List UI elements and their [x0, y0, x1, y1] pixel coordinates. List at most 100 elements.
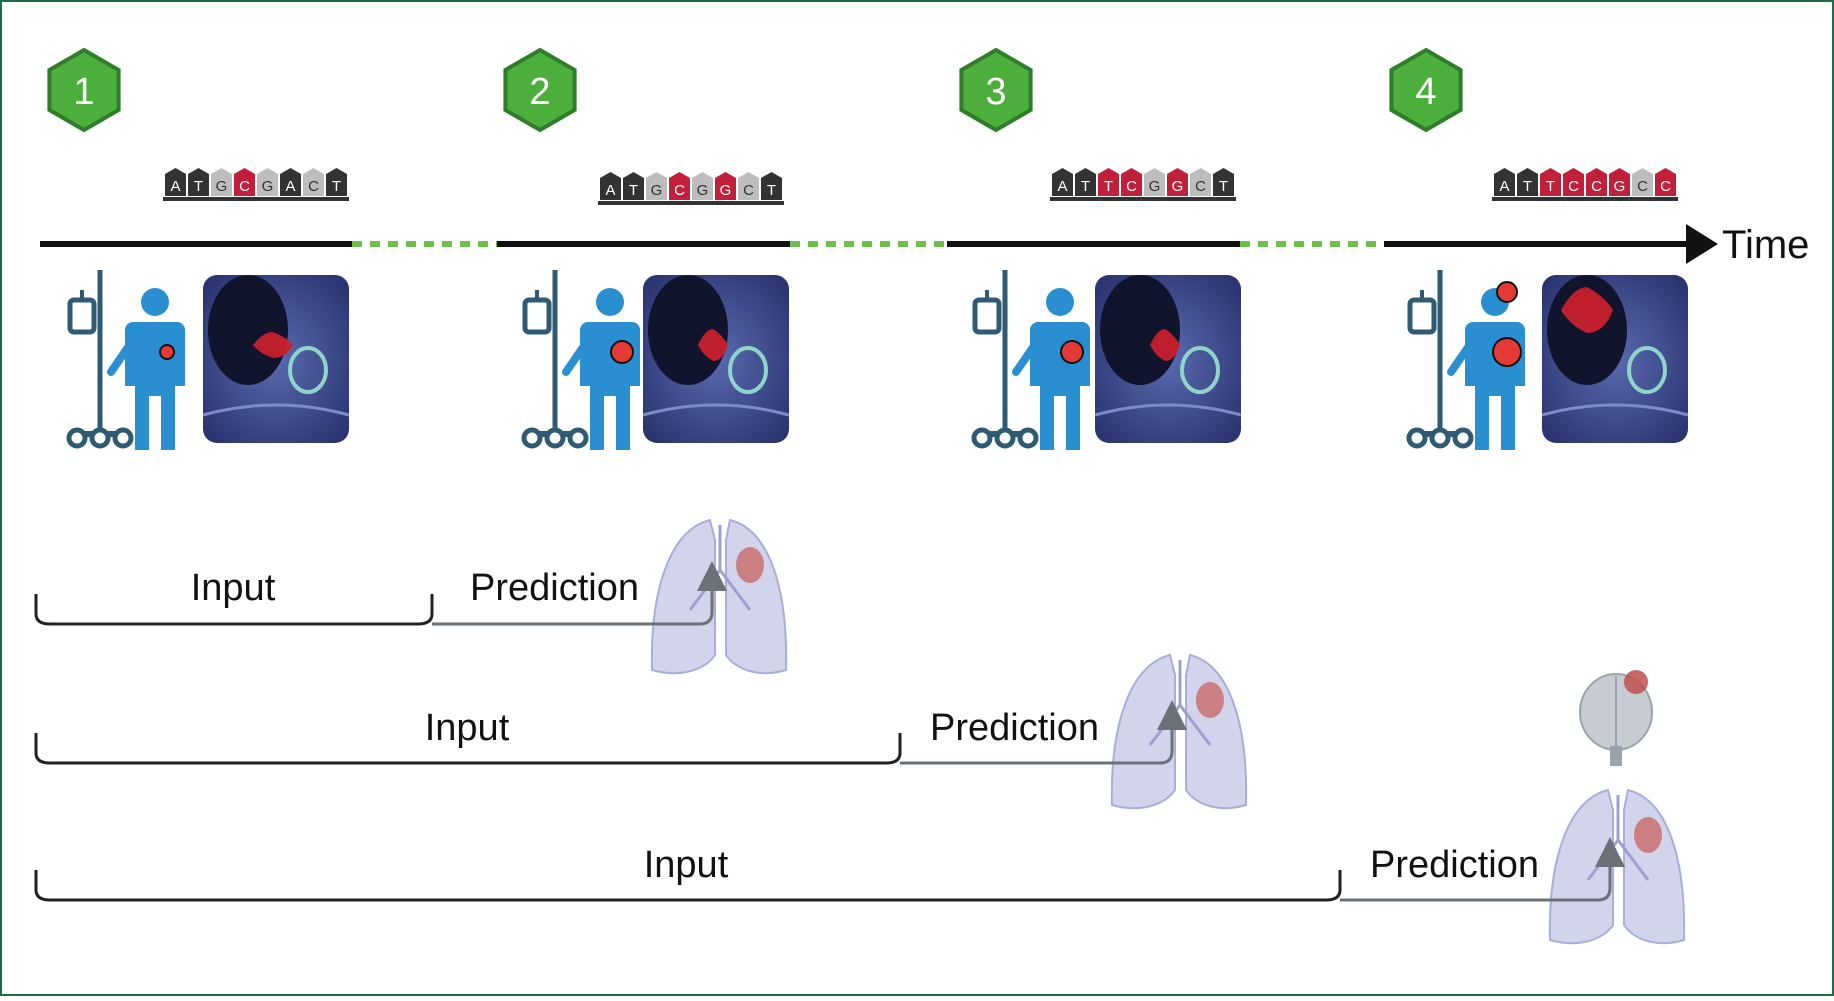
nucleotide-tag — [1213, 168, 1234, 196]
lungs-icon — [1548, 788, 1686, 945]
nucleotide-tag — [303, 168, 324, 196]
time-axis-label: Time — [1722, 223, 1809, 267]
nucleotide-tag — [1517, 168, 1538, 196]
nucleotide-tag — [165, 168, 186, 196]
prediction-row-1: Input Prediction — [34, 518, 788, 675]
iv-wheel — [89, 427, 111, 449]
nucleotide-label: C — [743, 182, 754, 199]
ct-body-contour — [642, 403, 790, 417]
lung-tumor — [1634, 817, 1662, 853]
nucleotide-label: G — [720, 182, 732, 199]
prediction-label: Prediction — [470, 567, 639, 609]
lungs-icon — [650, 518, 788, 675]
nucleotide-label: T — [1546, 178, 1555, 195]
input-label: Input — [644, 844, 729, 886]
ct-body-contour — [1541, 403, 1689, 417]
prediction-arrow — [900, 700, 1187, 765]
patient-head — [141, 288, 169, 316]
ct-lung-field — [648, 275, 728, 385]
chest-tumor-marker — [159, 344, 175, 360]
nucleotide-tag — [1563, 168, 1584, 196]
ct-scan-image — [1541, 275, 1689, 443]
ct-lung-field — [208, 275, 288, 385]
nucleotide-label: A — [605, 182, 615, 199]
nucleotide-label: T — [1219, 178, 1228, 195]
input-bracket — [34, 594, 434, 626]
patient-arm — [562, 336, 592, 376]
nucleotide-tag — [1609, 168, 1630, 196]
hexagon-shape — [959, 47, 1033, 133]
iv-wheel — [521, 427, 543, 449]
nucleotide-tag — [715, 172, 736, 200]
nucleotide-label: T — [629, 182, 638, 199]
nucleotide-label: G — [1614, 178, 1626, 195]
patient-icon — [66, 270, 185, 450]
dna-baseline — [1492, 197, 1678, 201]
ct-vertebra — [288, 346, 328, 394]
nucleotide-label: A — [1057, 178, 1067, 195]
iv-wheel — [994, 427, 1016, 449]
nucleotide-label: C — [1637, 178, 1648, 195]
left-lung — [650, 518, 716, 675]
stage-number: 3 — [985, 71, 1006, 113]
stage-number: 4 — [1415, 71, 1436, 113]
right-lung — [1185, 653, 1248, 810]
ct-scan-image — [642, 275, 790, 443]
stage-badge: 3 — [959, 47, 1033, 133]
nucleotide-tag — [1655, 168, 1676, 196]
nucleotide-label: C — [1591, 178, 1602, 195]
nucleotide-tag — [1144, 168, 1165, 196]
ct-lung-field — [1100, 275, 1180, 385]
nucleotide-label: C — [1568, 178, 1579, 195]
ct-scan-image — [1094, 275, 1242, 443]
iv-bag — [67, 297, 97, 335]
brain-icon — [1579, 670, 1653, 766]
ct-vertebra — [728, 346, 768, 394]
lung-tumor — [1196, 682, 1224, 718]
stage-number: 2 — [529, 71, 550, 113]
nucleotide-tag — [669, 172, 690, 200]
iv-wheel — [544, 427, 566, 449]
ct-tumor-region — [1561, 287, 1613, 333]
chest-tumor-marker — [1492, 337, 1522, 367]
nucleotide-label: T — [1104, 178, 1113, 195]
ct-tumor-region — [698, 329, 728, 361]
nucleotide-tag — [692, 172, 713, 200]
patient-icon — [1406, 270, 1525, 450]
patient-arm — [1447, 336, 1477, 376]
nucleotide-tag — [280, 168, 301, 196]
nucleotide-tag — [1075, 168, 1096, 196]
stage-number: 1 — [73, 71, 94, 113]
hexagon-shape — [47, 47, 121, 133]
nucleotide-tag — [1586, 168, 1607, 196]
nucleotide-label: G — [651, 182, 663, 199]
nucleotide-tag — [326, 168, 347, 196]
brain-stem — [1610, 746, 1622, 766]
nucleotide-label: A — [285, 178, 295, 195]
nucleotide-tag — [600, 172, 621, 200]
nucleotide-tag — [623, 172, 644, 200]
timeline: Time — [40, 223, 1809, 267]
dna-baseline — [598, 201, 784, 205]
nucleotide-tag — [1167, 168, 1188, 196]
nucleotide-tag — [234, 168, 255, 196]
input-bracket — [34, 870, 1342, 902]
lungs-icon — [1110, 653, 1248, 810]
stage-badge: 2 — [503, 47, 577, 133]
nucleotide-tag — [1121, 168, 1142, 196]
nucleotide-label: A — [170, 178, 180, 195]
input-label: Input — [191, 567, 276, 609]
iv-wheel — [567, 427, 589, 449]
nucleotide-tag — [1098, 168, 1119, 196]
brain-metastasis-marker — [1496, 281, 1518, 303]
nucleotide-label: G — [262, 178, 274, 195]
nucleotide-label: G — [1149, 178, 1161, 195]
patient-icon — [521, 270, 640, 450]
nucleotide-tag — [1540, 168, 1561, 196]
iv-wheel — [1017, 427, 1039, 449]
